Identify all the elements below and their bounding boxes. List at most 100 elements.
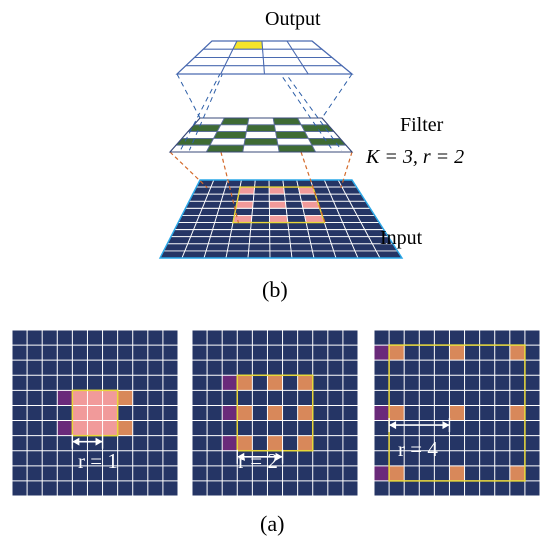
plane-cell	[252, 193, 270, 202]
kernel-cell	[389, 345, 405, 361]
plane-cell	[287, 222, 309, 231]
plane-border	[175, 40, 354, 75]
plane-cell	[224, 57, 265, 67]
plane-cell	[282, 179, 299, 188]
connector-line-blue	[321, 73, 353, 119]
grid-dilation-1	[11, 329, 179, 497]
plane-cell	[216, 207, 237, 216]
plane-cell	[216, 124, 249, 133]
plane-cell	[181, 250, 207, 259]
plane-cell	[198, 207, 220, 216]
filter-to-input-connectors	[169, 151, 353, 224]
plane-cell	[249, 229, 271, 238]
plane-cell	[262, 48, 299, 58]
receptive-field-frame	[388, 344, 526, 482]
kernel-cell	[389, 465, 405, 481]
plane-cell	[219, 65, 266, 75]
input-label: Input	[380, 227, 423, 249]
kernel-cell	[117, 390, 133, 406]
plane-cell	[201, 200, 222, 209]
kernel-cell	[267, 375, 283, 391]
plane-cell	[184, 243, 209, 252]
plane-cell	[268, 186, 286, 195]
plane-cell	[235, 200, 254, 209]
plane-cell	[232, 215, 253, 223]
plane-cell	[248, 243, 271, 252]
panel-a-label: (a)	[260, 511, 284, 536]
kernel-cell	[72, 405, 88, 421]
connector-line-orange	[340, 151, 353, 188]
kernel-cell	[374, 345, 390, 361]
plane-cell	[207, 236, 231, 245]
plane-cell	[205, 144, 245, 153]
kernel-cell	[72, 390, 88, 406]
input-layer	[158, 179, 404, 259]
kernel-cell	[237, 435, 253, 451]
kernel-cell	[449, 405, 465, 421]
plane-cell	[248, 236, 271, 245]
kernel-cell	[57, 420, 73, 436]
kernel-cell	[297, 405, 313, 421]
kernel-cell	[297, 375, 313, 391]
plane-cell	[268, 200, 287, 209]
panel-b-label: (b)	[262, 277, 288, 302]
arrow-head	[389, 421, 397, 430]
plane-cell	[262, 57, 304, 67]
plane-cell	[239, 179, 256, 188]
plane-cell	[310, 243, 335, 252]
arrow-head	[442, 421, 450, 430]
panel-b-3d-diagram: Output Filter K = 3, r = 2 Input (b)	[158, 8, 464, 302]
plane-cell	[286, 215, 307, 223]
plane-cell	[273, 124, 306, 133]
plane-cell	[232, 40, 264, 50]
kernel-cell	[509, 405, 525, 421]
arrow-head	[237, 452, 245, 461]
plane-cell	[229, 229, 252, 238]
kernel-cell	[102, 420, 118, 436]
plane-cell	[269, 222, 290, 231]
kernel-cell	[222, 375, 238, 391]
plane-cell	[226, 243, 250, 252]
kernel-cell	[509, 345, 525, 361]
plane-cell	[328, 236, 353, 245]
kernel-cell	[222, 435, 238, 451]
plane-cell	[195, 215, 218, 223]
plane-cell	[225, 250, 250, 259]
grid-dilation-2	[191, 329, 359, 497]
output-layer	[175, 40, 354, 75]
plane-cell	[277, 144, 317, 153]
plane-cell	[269, 229, 291, 238]
r-label-2: r = 2	[238, 449, 278, 473]
plane-cell	[269, 250, 293, 259]
arrow-head	[72, 437, 80, 446]
plane-cell	[307, 229, 330, 238]
r-label-1: r = 1	[78, 449, 118, 473]
plane-border	[168, 117, 354, 153]
plane-cell	[214, 215, 235, 223]
kernel-cell	[389, 405, 405, 421]
plane-cell	[276, 137, 313, 146]
plane-cell	[228, 236, 251, 245]
plane-cell	[291, 48, 334, 58]
kernel-cell	[87, 390, 103, 406]
plane-cell	[187, 236, 212, 245]
plane-cell	[283, 186, 301, 195]
plane-cell	[231, 222, 252, 231]
plane-cell	[285, 207, 306, 216]
plane-cell	[244, 131, 278, 139]
connector-line-orange	[169, 151, 208, 189]
connector-line-blue	[176, 73, 201, 119]
plane-cell	[207, 186, 227, 195]
receptive-field-frame	[232, 186, 326, 224]
kernel-cell	[102, 390, 118, 406]
panel-a-2d-grids: r = 1 r = 2 r = 4 (a)	[11, 329, 541, 536]
plane-cell	[289, 243, 313, 252]
plane-cell	[212, 131, 247, 139]
filter-label: Filter	[400, 114, 444, 136]
plane-cell	[190, 229, 214, 238]
plane-cell	[204, 193, 224, 202]
filter-params-label: K = 3, r = 2	[365, 146, 464, 168]
kernel-cell	[222, 405, 238, 421]
plane-cell	[272, 117, 302, 126]
